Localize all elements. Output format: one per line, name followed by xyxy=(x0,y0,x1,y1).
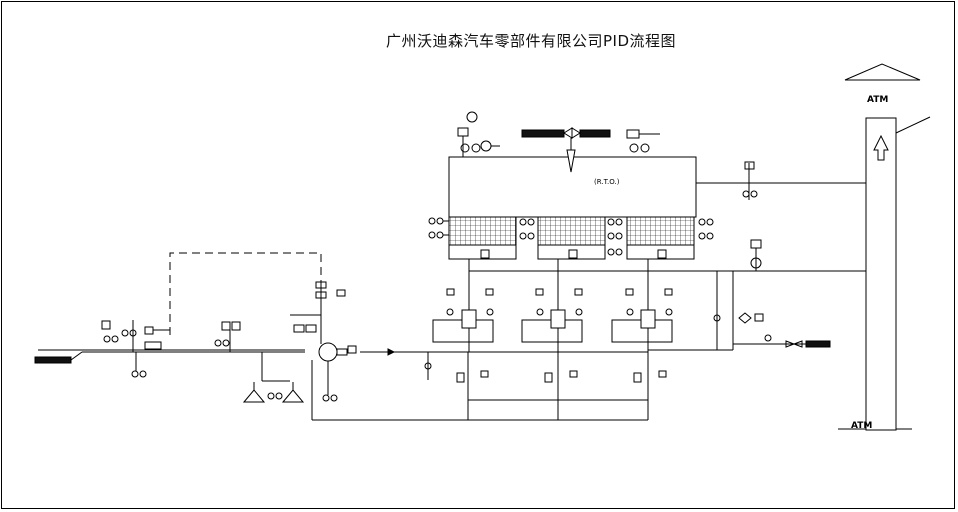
chamber-valve-bank xyxy=(432,259,673,383)
exhaust-stack xyxy=(838,63,931,431)
exhaust-duct xyxy=(469,161,866,272)
flow-arrow-icon xyxy=(387,348,396,356)
burner-assembly xyxy=(457,111,660,173)
purge-line xyxy=(648,271,831,351)
rto-side-instruments xyxy=(428,217,714,256)
stack-label: ATM xyxy=(867,95,888,105)
control-signal-line xyxy=(169,252,322,335)
page-title: 广州沃迪森汽车零部件有限公司PID流程图 xyxy=(386,32,677,50)
rto-unit xyxy=(448,156,697,260)
main-inlet-duct xyxy=(34,342,649,421)
rto-label: (R.T.O.) xyxy=(594,178,620,186)
up-arrow-icon xyxy=(873,134,889,161)
stack-base-label: ATM xyxy=(851,421,872,431)
inlet-instruments xyxy=(101,320,241,378)
fan-dampers xyxy=(242,280,357,403)
